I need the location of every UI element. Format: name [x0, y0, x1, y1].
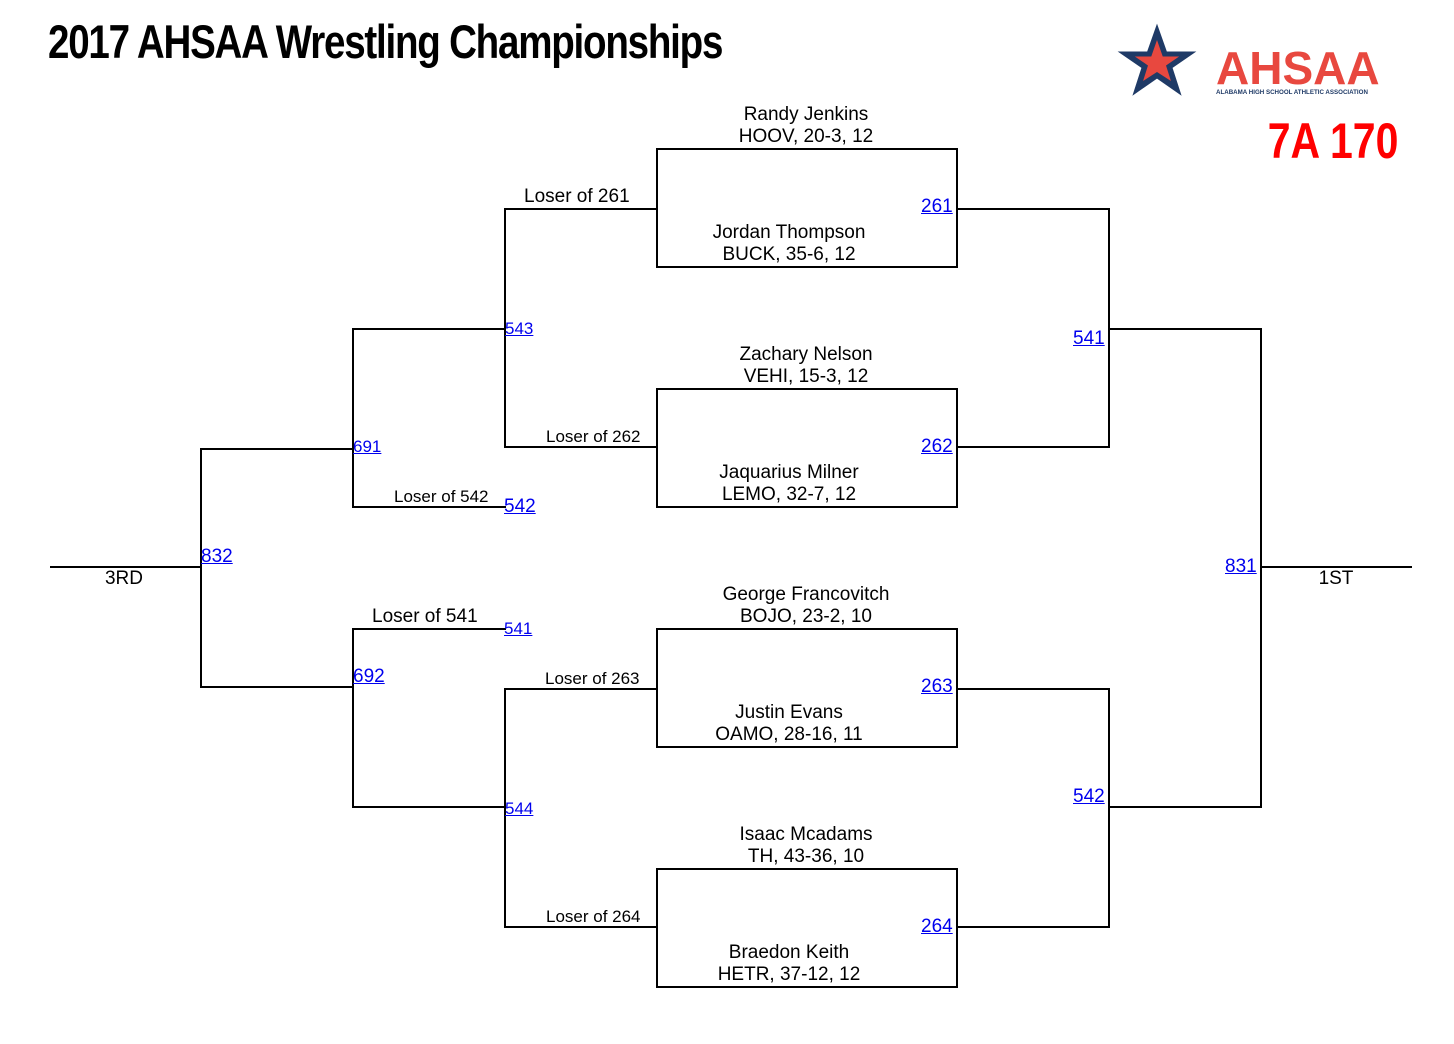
- bracket-line: [656, 986, 958, 988]
- match-link-831[interactable]: 831: [1225, 556, 1257, 577]
- wrestler-name: Jaquarius Milner: [719, 462, 859, 483]
- bracket-line: [1108, 806, 1262, 808]
- logo-text: AHSAA: [1216, 42, 1380, 94]
- loser-of-264-label: Loser of 264: [546, 907, 641, 926]
- wrestler-name: Jordan Thompson: [712, 222, 866, 243]
- bracket-line: [656, 746, 958, 748]
- bracket-line: [656, 628, 958, 630]
- wrestler-info: VEHI, 15-3, 12: [743, 366, 869, 387]
- bracket-line: [656, 266, 958, 268]
- wrestler-info: BOJO, 23-2, 10: [739, 606, 873, 627]
- bracket-line: [656, 388, 658, 508]
- bracket-line: [504, 926, 658, 928]
- wrestler-name: Zachary Nelson: [739, 344, 873, 365]
- bracket-line: [352, 628, 354, 808]
- wrestler-name: Randy Jenkins: [743, 104, 869, 125]
- third-place-label: 3RD: [104, 568, 144, 589]
- bracket-line: [200, 448, 202, 688]
- bracket-line: [956, 388, 958, 508]
- bracket-line: [1260, 566, 1412, 568]
- bracket-line: [656, 506, 958, 508]
- bracket-line: [1108, 328, 1262, 330]
- bracket-line: [200, 448, 354, 450]
- logo-subtext: ALABAMA HIGH SCHOOL ATHLETIC ASSOCIATION: [1216, 89, 1368, 96]
- match-link-542[interactable]: 542: [1073, 786, 1105, 807]
- bracket-line: [956, 868, 958, 988]
- bracket-line: [504, 688, 658, 690]
- bracket-line: [352, 328, 506, 330]
- match-link-541-consolation[interactable]: 541: [504, 619, 533, 638]
- bracket-line: [50, 566, 202, 568]
- bracket-line: [956, 208, 1110, 210]
- bracket-line: [504, 208, 658, 210]
- bracket-line: [656, 388, 958, 390]
- match-link-544[interactable]: 544: [505, 799, 534, 818]
- match-link-261[interactable]: 261: [921, 196, 953, 217]
- bracket-line: [352, 328, 354, 508]
- match-link-264[interactable]: 264: [921, 916, 953, 937]
- loser-of-542-label: Loser of 542: [394, 487, 489, 506]
- bracket-line: [1260, 328, 1262, 808]
- bracket-line: [352, 806, 506, 808]
- star-icon: AHSAA ALABAMA HIGH SCHOOL ATHLETIC ASSOC…: [1117, 23, 1380, 96]
- match-link-692[interactable]: 692: [353, 666, 385, 687]
- weight-division-label: 7A 170: [1267, 113, 1398, 169]
- first-place-label: 1ST: [1318, 568, 1354, 589]
- bracket-line: [956, 926, 1110, 928]
- bracket-line: [1108, 688, 1110, 928]
- bracket-line: [352, 628, 506, 630]
- match-link-263[interactable]: 263: [921, 676, 953, 697]
- wrestler-name: George Francovitch: [722, 584, 890, 605]
- wrestler-info: HOOV, 20-3, 12: [738, 126, 874, 147]
- wrestler-name: Braedon Keith: [728, 942, 850, 963]
- match-link-543[interactable]: 543: [505, 319, 534, 338]
- bracket-line: [956, 446, 1110, 448]
- bracket-line: [956, 688, 1110, 690]
- loser-of-541-label: Loser of 541: [372, 606, 478, 627]
- match-link-542-consolation[interactable]: 542: [504, 496, 536, 517]
- bracket-line: [200, 686, 354, 688]
- bracket-line: [656, 868, 958, 870]
- bracket-line: [352, 506, 506, 508]
- bracket-line: [504, 446, 658, 448]
- wrestler-name: Isaac Mcadams: [739, 824, 873, 845]
- loser-of-263-label: Loser of 263: [545, 669, 640, 688]
- loser-of-262-label: Loser of 262: [546, 427, 641, 446]
- match-link-262[interactable]: 262: [921, 436, 953, 457]
- ahsaa-logo: AHSAA ALABAMA HIGH SCHOOL ATHLETIC ASSOC…: [1116, 22, 1406, 103]
- wrestler-info: OAMO, 28-16, 11: [715, 724, 863, 745]
- match-link-832[interactable]: 832: [201, 546, 233, 567]
- wrestler-name: Justin Evans: [735, 702, 843, 723]
- match-link-541[interactable]: 541: [1073, 328, 1105, 349]
- wrestler-info: TH, 43-36, 10: [747, 846, 865, 867]
- bracket-line: [504, 688, 506, 928]
- bracket-line: [656, 148, 958, 150]
- wrestler-info: BUCK, 35-6, 12: [722, 244, 856, 265]
- loser-of-261-label: Loser of 261: [524, 186, 630, 207]
- wrestler-info: HETR, 37-12, 12: [717, 964, 861, 985]
- match-link-691[interactable]: 691: [353, 437, 382, 456]
- page-title: 2017 AHSAA Wrestling Championships: [48, 15, 723, 68]
- wrestler-info: LEMO, 32-7, 12: [721, 484, 857, 505]
- bracket-line: [656, 868, 658, 988]
